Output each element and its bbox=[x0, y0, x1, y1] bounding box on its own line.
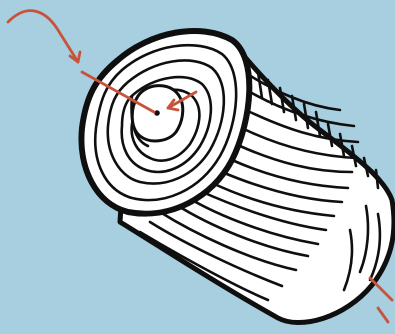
core-center-dot bbox=[154, 110, 160, 116]
outgoing-arrow-bottom-tail bbox=[378, 308, 388, 322]
outgoing-arrow-bottom bbox=[370, 278, 392, 300]
incoming-arrow-top bbox=[8, 11, 78, 62]
